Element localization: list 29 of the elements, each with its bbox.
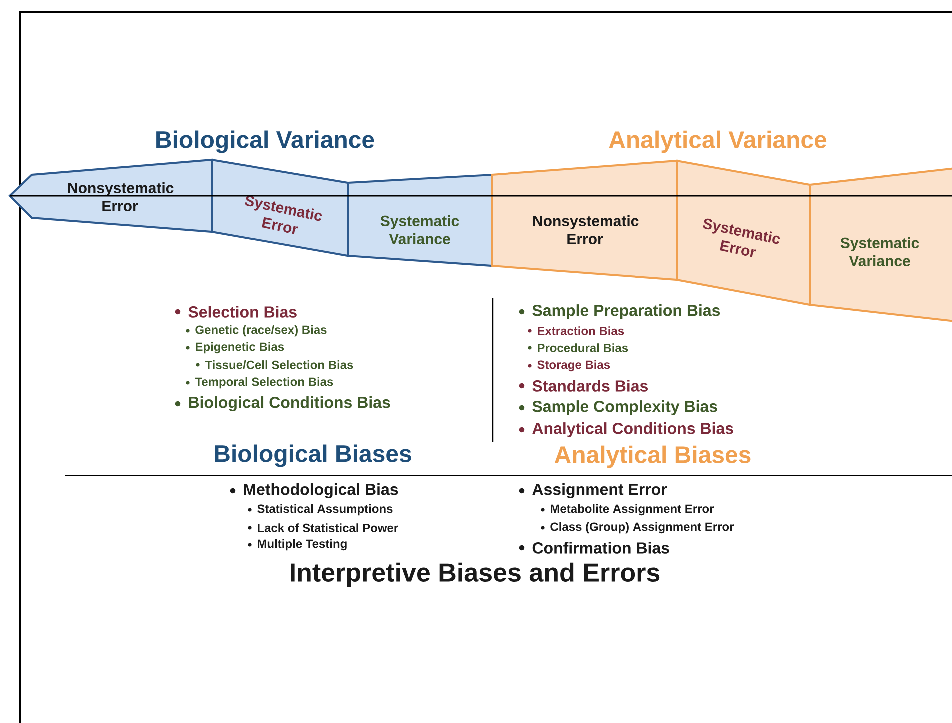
list-item: Class (Group) Assignment Error [541,522,734,534]
heading: Analytical Biases [554,446,751,468]
heading: Biological Biases [215,444,412,468]
list-item: Procedural Bias [528,344,628,352]
list-item: Epigenetic Bias [186,342,284,354]
list-item: Tissue/Cell Selection Bias [196,360,354,370]
list-item: Extraction Bias [528,326,624,336]
list-item: Assignment Error [519,484,668,498]
list-item: Temporal Selection Bias [186,377,334,389]
list-item: Methodological Bias [230,484,398,498]
list-item: Storage Bias [528,360,610,372]
band-segment: Systematic Variance [347,174,493,268]
list-item: Genetic (race/sex) Bias [186,325,327,337]
list-item: Biological Conditions Bias [175,396,390,412]
list-item: Confirmation Bias [519,542,670,554]
list-item: Multiple Testing [248,539,347,551]
band-segment: Nonsystematic Error [491,160,678,282]
list-item: Metabolite Assignment Error [541,504,714,516]
band-segment: Systematic Variance [809,166,952,324]
list-item: Statistical Assumptions [248,504,393,516]
list-item: Lack of Statistical Power [248,524,398,532]
list-item: Sample Preparation Bias [519,304,720,320]
heading: Interpretive Biases and Errors [291,562,660,588]
list-item: Standards Bias [519,380,648,392]
list-item: Selection Bias [175,306,297,318]
heading: Biological Variance [156,130,374,154]
heading: Analytical Variance [609,130,827,154]
list-item: Analytical Conditions Bias [519,422,734,438]
list-item: Sample Complexity Bias [519,400,718,416]
